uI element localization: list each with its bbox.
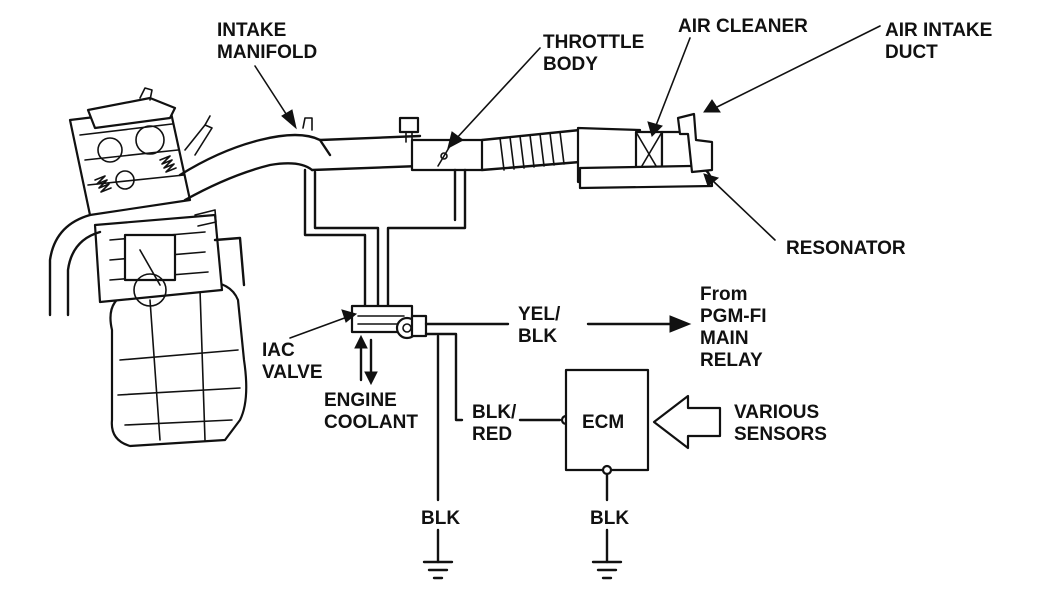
- label-intake-manifold-2: MANIFOLD: [217, 42, 317, 63]
- label-from-pgm-fi-3: MAIN: [700, 328, 749, 349]
- label-from-pgm-fi-1: From: [700, 284, 748, 305]
- label-blk-red-2: RED: [472, 424, 512, 445]
- label-throttle-body-1: THROTTLE: [543, 32, 644, 53]
- label-engine-coolant-1: ENGINE: [324, 390, 397, 411]
- label-resonator: RESONATOR: [786, 238, 906, 259]
- label-iac-valve-1: IAC: [262, 340, 295, 361]
- label-blk-red-1: BLK/: [472, 402, 517, 423]
- label-air-cleaner: AIR CLEANER: [678, 16, 808, 37]
- intake-tube: [480, 128, 582, 172]
- label-blk-right: BLK: [590, 508, 629, 529]
- wiring: [422, 315, 722, 580]
- throttle-body: [398, 116, 484, 172]
- label-yel-blk-2: BLK: [518, 326, 557, 347]
- label-intake-manifold-1: INTAKE: [217, 20, 286, 41]
- label-from-pgm-fi-4: RELAY: [700, 350, 763, 371]
- label-ecm: ECM: [582, 412, 624, 433]
- leader-arrows: [254, 25, 881, 339]
- intake-manifold: [178, 117, 422, 202]
- label-throttle-body-2: BODY: [543, 54, 598, 75]
- labels: INTAKE MANIFOLD THROTTLE BODY AIR CLEANE…: [217, 16, 992, 529]
- coolant-arrows: [354, 334, 378, 386]
- engine-illustration: [48, 87, 248, 448]
- label-various-sensors-2: SENSORS: [734, 424, 827, 445]
- label-air-intake-duct-1: AIR INTAKE: [885, 20, 992, 41]
- label-air-intake-duct-2: DUCT: [885, 42, 938, 63]
- label-iac-valve-2: VALVE: [262, 362, 323, 383]
- label-yel-blk-1: YEL/: [518, 304, 561, 325]
- label-engine-coolant-2: COOLANT: [324, 412, 418, 433]
- label-from-pgm-fi-2: PGM-FI: [700, 306, 767, 327]
- air-intake-duct: [676, 112, 714, 174]
- bypass-hoses: [303, 168, 467, 312]
- label-various-sensors-1: VARIOUS: [734, 402, 819, 423]
- label-blk-left: BLK: [421, 508, 460, 529]
- iac-valve: [350, 304, 428, 340]
